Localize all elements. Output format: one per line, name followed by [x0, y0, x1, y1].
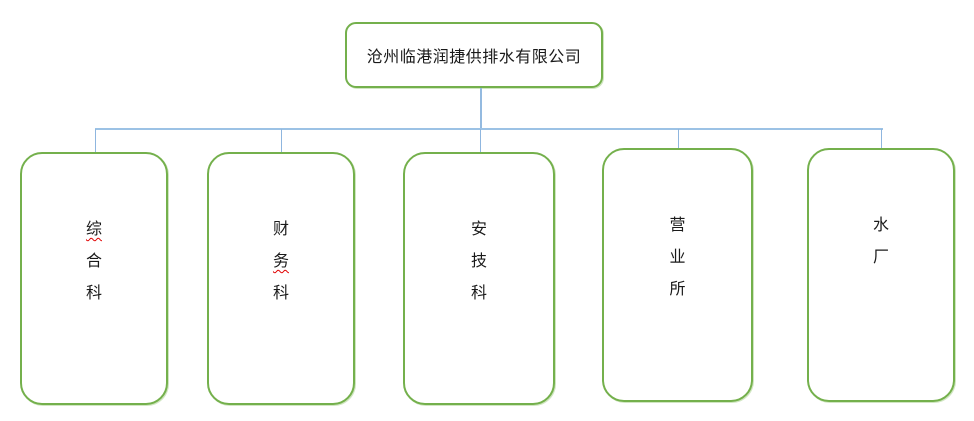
dept-label: 营 业 所 [669, 150, 685, 306]
connector-drop-2 [281, 129, 282, 152]
dept-label-char: 水 [872, 217, 889, 234]
dept-label-char: 业 [669, 249, 686, 266]
dept-node-2[interactable]: 财 务 科 [207, 152, 355, 405]
org-root-node[interactable]: 沧州临港润捷供排水有限公司 [345, 22, 603, 88]
dept-label-char: 科 [272, 285, 289, 302]
dept-label-char: 所 [669, 281, 686, 298]
dept-label-char: 务 [272, 253, 289, 270]
dept-label: 水 厂 [873, 150, 889, 274]
connector-root-stem [480, 88, 482, 129]
dept-label-char: 安 [470, 221, 487, 238]
dept-label: 安 技 科 [471, 154, 487, 310]
connector-drop-4 [678, 129, 679, 148]
dept-label-char: 综 [85, 221, 102, 238]
org-root-label: 沧州临港润捷供排水有限公司 [366, 49, 582, 66]
dept-node-5[interactable]: 水 厂 [807, 148, 955, 402]
dept-node-3[interactable]: 安 技 科 [403, 152, 555, 405]
dept-label-char: 科 [85, 285, 102, 302]
dept-label-char: 厂 [872, 249, 889, 266]
dept-label-char: 技 [470, 253, 487, 270]
connector-drop-1 [95, 129, 96, 152]
dept-node-1[interactable]: 综 合 科 [20, 152, 168, 405]
connector-drop-5 [881, 129, 882, 148]
dept-label-char: 营 [669, 217, 686, 234]
dept-label-char: 财 [272, 221, 289, 238]
connector-horizontal-bar [95, 128, 883, 130]
connector-drop-3 [480, 129, 481, 152]
dept-label: 财 务 科 [273, 154, 289, 310]
dept-node-4[interactable]: 营 业 所 [602, 148, 753, 402]
dept-label: 综 合 科 [86, 154, 102, 310]
dept-label-char: 科 [470, 285, 487, 302]
dept-label-char: 合 [85, 253, 102, 270]
